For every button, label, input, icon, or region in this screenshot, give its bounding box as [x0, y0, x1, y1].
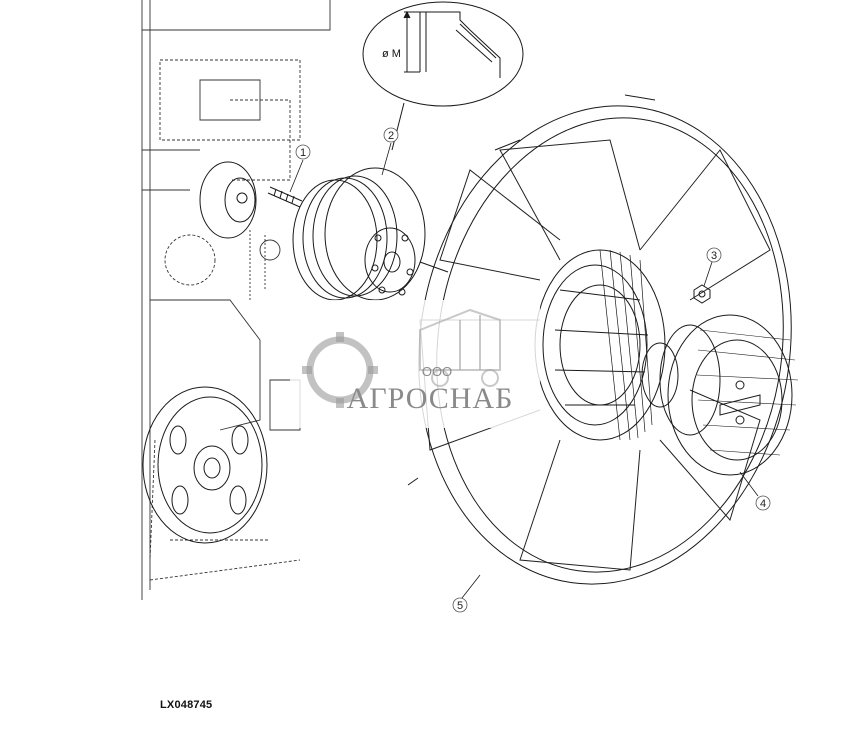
callout-2: 2: [383, 127, 399, 143]
nut: [693, 284, 711, 304]
callout-3-label: 3: [711, 250, 717, 262]
water-pump-hub: [199, 161, 257, 239]
leader-lines: [289, 142, 759, 599]
callout-3: 3: [706, 247, 722, 263]
callout-4: 4: [755, 495, 771, 511]
callouts: 1 2 3 4 5: [295, 127, 771, 613]
callout-1: 1: [295, 144, 311, 160]
fan-drive-pulley: [292, 167, 449, 301]
figure-id: LX048745: [160, 699, 213, 711]
watermark-combine-icon: [419, 308, 501, 387]
engine-block: [141, 0, 331, 600]
fan-clutch: [641, 314, 799, 476]
callout-5-label: 5: [457, 600, 463, 612]
watermark-brand-text: АГРОСНАБ: [347, 382, 514, 415]
watermark-small-text: ООО: [422, 364, 452, 379]
detail-view: [362, 1, 524, 151]
callout-4-label: 4: [760, 498, 766, 510]
crankshaft-pulley: [142, 386, 268, 544]
watermark: ООО АГРОСНАБ: [290, 300, 540, 428]
dimension-label: ø M: [382, 48, 401, 60]
stud-bolt: [267, 186, 303, 208]
callout-5: 5: [452, 597, 468, 613]
callout-2-label: 2: [388, 130, 394, 142]
fan-hub: [534, 249, 666, 441]
watermark-gear-icon: [302, 332, 378, 408]
callout-1-label: 1: [300, 147, 306, 159]
